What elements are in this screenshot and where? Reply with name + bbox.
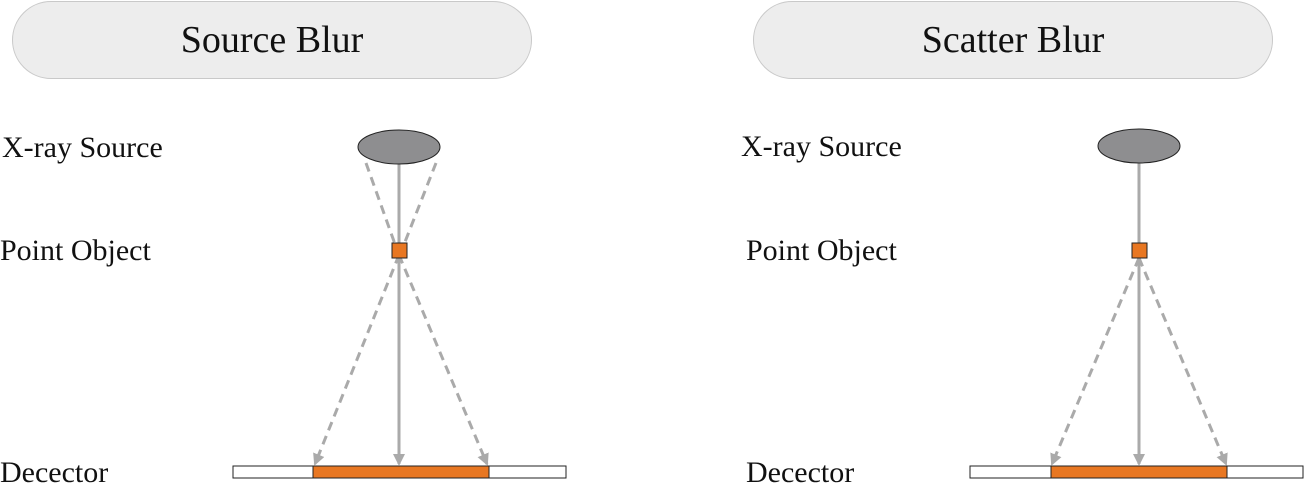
- right-point-object-icon: [1131, 242, 1148, 259]
- left-point-object-label: Point Object: [0, 234, 151, 267]
- scatter-blur-panel: [969, 128, 1304, 479]
- source-blur-title: Source Blur: [12, 1, 532, 79]
- right-scatter-ray-left: [1050, 257, 1141, 466]
- left-xray-source-label: X-ray Source: [2, 131, 163, 164]
- right-blur-band: [1050, 465, 1228, 479]
- left-blur-ray-right: [397, 254, 489, 466]
- right-xray-source-label: X-ray Source: [741, 130, 902, 163]
- left-source-ray-right: [401, 162, 438, 248]
- right-point-object-label: Point Object: [746, 234, 897, 267]
- left-blur-band: [312, 465, 490, 479]
- left-point-object-icon: [391, 242, 408, 259]
- left-source-ray-left: [364, 162, 398, 248]
- left-blur-ray-left: [313, 254, 401, 466]
- scatter-blur-title: Scatter Blur: [753, 1, 1273, 79]
- source-blur-title-text: Source Blur: [180, 19, 364, 61]
- right-scatter-ray-right: [1137, 257, 1228, 466]
- left-xray-source-icon: [357, 129, 441, 165]
- source-blur-panel: [232, 129, 567, 479]
- scatter-blur-title-text: Scatter Blur: [921, 19, 1105, 61]
- right-xray-source-icon: [1097, 128, 1181, 164]
